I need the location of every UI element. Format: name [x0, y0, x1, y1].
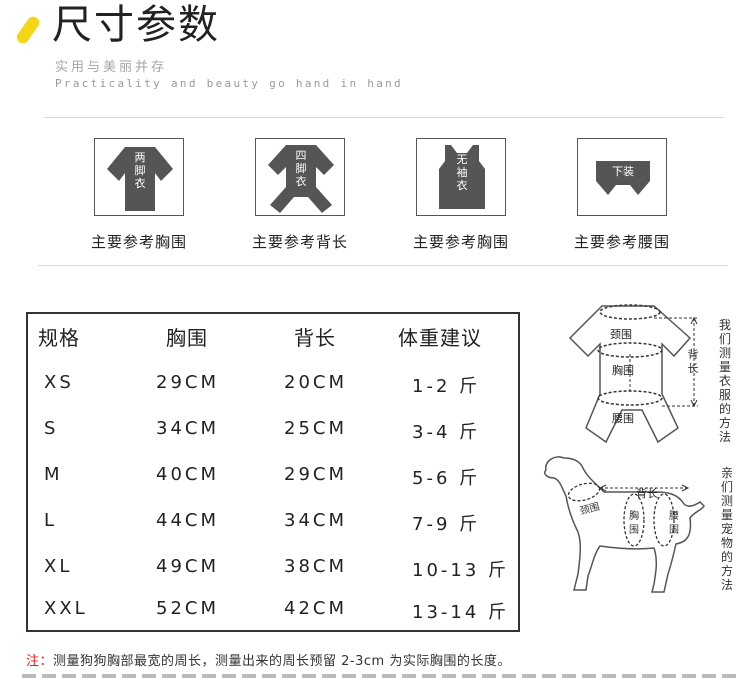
- table-cell: 44CM: [156, 510, 220, 531]
- table-header: 规格: [38, 326, 80, 350]
- chest-label: 胸围: [612, 364, 634, 377]
- waist-label: 腰围: [612, 412, 634, 425]
- table-cell: 29CM: [156, 372, 220, 393]
- garment-caption: 主要参考胸围: [412, 233, 509, 251]
- table-cell: XXL: [44, 598, 88, 619]
- table-cell: XL: [44, 556, 73, 577]
- title-accent-mark: [14, 14, 42, 46]
- table-cell: 7-9 斤: [412, 514, 481, 535]
- table-cell: M: [44, 464, 63, 485]
- garment-caption: 主要参考背长: [251, 233, 348, 251]
- table-cell: S: [44, 418, 59, 439]
- table-cell: 42CM: [284, 598, 348, 619]
- card-pants: 下装: [577, 138, 667, 216]
- table-cell: XS: [44, 372, 74, 393]
- card-label: 下装: [612, 165, 634, 178]
- table-cell: 38CM: [284, 556, 348, 577]
- neck-label: 颈围: [610, 328, 632, 341]
- divider-top: [44, 117, 724, 118]
- four-leg-shirt-icon: [268, 145, 334, 213]
- card-four-leg-shirt: 四脚衣: [255, 138, 345, 216]
- dog-measurement-diagram: [543, 456, 705, 593]
- table-cell: 13-14 斤: [412, 602, 510, 623]
- table-cell: 29CM: [284, 464, 348, 485]
- table-cell: 52CM: [156, 598, 220, 619]
- dog-back-label: 背长: [636, 487, 658, 500]
- dog-waist-label: 腰围: [669, 511, 679, 536]
- table-cell: 34CM: [156, 418, 220, 439]
- cut-off-next-line: [22, 674, 742, 678]
- measurement-note: 注：测量狗狗胸部最宽的周长，测量出来的周长预留 2-3cm 为实际胸围的长度。: [26, 650, 511, 669]
- card-two-leg-shirt: 两脚衣: [94, 138, 184, 216]
- table-cell: 40CM: [156, 464, 220, 485]
- page-title: 尺寸参数: [52, 2, 220, 48]
- clothes-method-label: 我们测量衣服的方法: [718, 318, 731, 444]
- table-cell: 5-6 斤: [412, 468, 481, 489]
- note-text: 测量狗狗胸部最宽的周长，测量出来的周长预留 2-3cm 为实际胸围的长度。: [53, 654, 511, 669]
- table-cell: 20CM: [284, 372, 348, 393]
- card-label: 无袖衣: [456, 153, 468, 192]
- garment-caption: 主要参考胸围: [90, 233, 187, 251]
- back-length-label: 背长: [687, 348, 699, 375]
- table-cell: 34CM: [284, 510, 348, 531]
- divider-middle: [38, 265, 728, 266]
- table-header: 背长: [294, 326, 336, 350]
- table-cell: 3-4 斤: [412, 422, 481, 443]
- table-cell: 49CM: [156, 556, 220, 577]
- card-label: 两脚衣: [134, 151, 146, 190]
- pet-method-label: 亲们测量宠物的方法: [720, 466, 733, 592]
- sleeveless-vest-icon: [439, 145, 485, 209]
- table-cell: 1-2 斤: [412, 376, 481, 397]
- card-label: 四脚衣: [295, 149, 307, 188]
- table-header: 胸围: [166, 326, 208, 350]
- dog-chest-label: 胸围: [629, 511, 639, 536]
- table-cell: L: [44, 510, 58, 531]
- size-table: 规格 胸围 背长 体重建议 XS 29CM 20CM 1-2 斤 S 34CM …: [26, 312, 520, 632]
- table-cell: 10-13 斤: [412, 560, 510, 581]
- clothes-measurement-diagram: [568, 304, 698, 444]
- garment-caption: 主要参考腰围: [573, 233, 670, 251]
- subtitle-english: Practicality and beauty go hand in hand: [55, 77, 403, 90]
- table-header: 体重建议: [398, 326, 482, 350]
- note-prefix: 注：: [26, 654, 54, 669]
- pants-icon: [596, 161, 650, 195]
- subtitle-chinese: 实用与美丽并存: [55, 60, 168, 75]
- card-sleeveless: 无袖衣: [416, 138, 506, 216]
- two-leg-shirt-icon: [107, 147, 173, 211]
- table-cell: 25CM: [284, 418, 348, 439]
